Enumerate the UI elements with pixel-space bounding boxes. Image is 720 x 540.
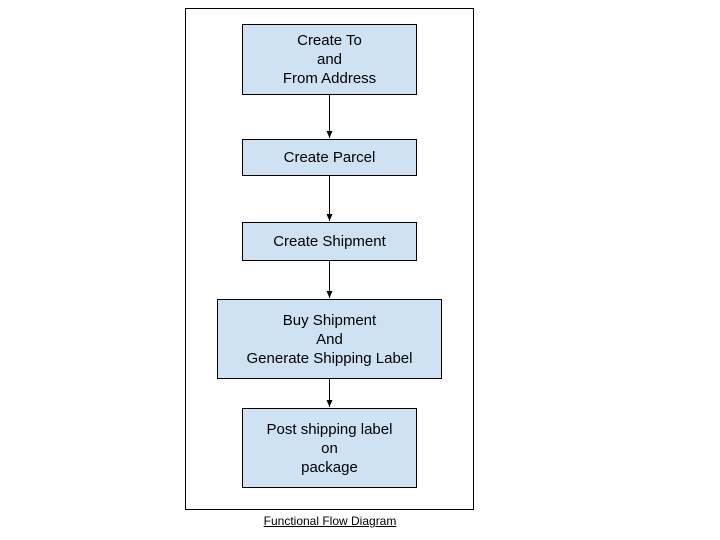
step-buy-shipment: Buy Shipment And Generate Shipping Label <box>217 299 442 379</box>
diagram-caption: Functional Flow Diagram <box>263 514 397 528</box>
step-post-label: Post shipping label on package <box>242 408 417 488</box>
step-create-parcel: Create Parcel <box>242 139 417 176</box>
step-create-shipment: Create Shipment <box>242 222 417 261</box>
step-create-addresses: Create To and From Address <box>242 24 417 95</box>
